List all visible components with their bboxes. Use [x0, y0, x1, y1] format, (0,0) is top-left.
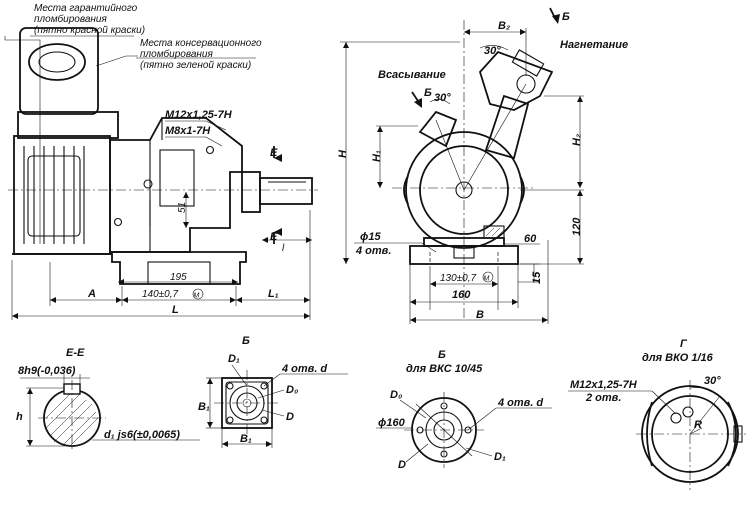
key-width-dim: 8h9(-0,036) — [18, 365, 76, 377]
dim-d0-round: D₀ — [390, 389, 402, 401]
dim-b1-horizontal: B₁ — [240, 433, 252, 445]
bolt — [113, 217, 123, 227]
left-boss — [646, 401, 653, 467]
dim-160: 160 — [452, 289, 471, 301]
dim-60: 60 — [524, 233, 537, 245]
note-conservation-3: (пятно зеленой краски) — [140, 60, 251, 71]
thread-g: M12x1,25-7H — [570, 379, 638, 391]
view-g-title: Г — [680, 338, 688, 350]
dim-130: 130±0,7 — [440, 273, 477, 284]
view-g-subtitle: для ВКО 1/16 — [642, 352, 714, 364]
coupling — [241, 171, 261, 213]
view-b-square-title: Б — [242, 335, 250, 347]
seal-notes: Места гарантийного пломбирования (пятно … — [30, 3, 262, 137]
dim-d1-square: D₁ — [228, 353, 240, 365]
angle-30-top: 30° — [484, 45, 501, 57]
dim-120: 120 — [571, 217, 583, 236]
section-e-label-top: E — [270, 147, 278, 159]
motor-ribs — [23, 146, 85, 244]
dim-a: A — [87, 288, 96, 300]
dim-r: R — [694, 419, 702, 431]
view-b-square: Б D₁ 4 отв. d D₀ D B₁ B₁ — [198, 335, 348, 448]
section-e-label-bottom: E — [270, 231, 278, 243]
holes-g: 2 отв. — [585, 392, 621, 404]
note-warranty-3: (пятно красной краски) — [34, 25, 145, 36]
angle-30-g: 30° — [704, 375, 721, 387]
seal-box-inner — [38, 51, 76, 73]
view-b-arrow-side-label: Б — [424, 87, 432, 99]
pump-casing — [109, 117, 243, 253]
bolt — [143, 179, 153, 189]
leader-m8 — [165, 136, 223, 147]
thread-m8-label: M8x1-7H — [165, 125, 211, 137]
view-b-round: Б для ВКС 10/45 D₀ 4 отв. d ϕ160 D D₁ — [376, 349, 552, 471]
seal-box-top — [28, 43, 86, 81]
suction-nozzle — [418, 110, 458, 148]
view-b-round-subtitle: для ВКС 10/45 — [406, 363, 483, 375]
angle-30-side: 30° — [434, 92, 451, 104]
dim-15: 15 — [531, 271, 543, 284]
dim-l: l — [282, 243, 285, 254]
dim-l1: L₁ — [268, 288, 279, 300]
note-conservation-2: пломбирования — [140, 48, 213, 60]
thread-m12-label: M12x1,25-7H — [165, 109, 233, 121]
view-g: Г для ВКО 1/16 30° R M12x1,25-7H 2 отв. — [568, 338, 746, 490]
view-b-round-title: Б — [438, 349, 446, 361]
note-warranty-1: Места гарантийного — [34, 3, 138, 14]
section-arrow — [274, 228, 282, 236]
dim-d1: d₁ js6(±0,0065) — [104, 429, 180, 441]
side-view: B₂ Б 30° Нагнетание Всасывание Б 30° H H… — [337, 7, 628, 324]
bolt — [205, 145, 215, 155]
front-view: E E 51 l 195 A 140±0, — [4, 27, 318, 320]
section-ee-title: E-E — [66, 347, 85, 359]
base-frame — [111, 251, 247, 285]
note-warranty-2: пломбирования — [34, 13, 107, 25]
dim-phi160: ϕ160 — [378, 417, 406, 429]
motor-collar — [17, 111, 119, 139]
dim-phi15: ϕ15 — [360, 231, 381, 243]
dim-d-round: D — [398, 459, 406, 471]
dim-d1-round: D₁ — [494, 451, 506, 463]
dim-b: B — [476, 309, 484, 321]
dim-130-m-mark: M — [484, 276, 490, 283]
suction-label: Всасывание — [378, 69, 446, 81]
dim-195: 195 — [170, 272, 187, 283]
discharge-label: Нагнетание — [560, 39, 628, 51]
dim-h-key: h — [16, 411, 23, 423]
note-conservation-1: Места консервационного — [140, 38, 262, 49]
dim-d0-square: D₀ — [286, 384, 298, 396]
dim-140-m-mark: M — [194, 293, 200, 300]
dim-l-total: L — [172, 304, 179, 316]
dim-h: H — [337, 149, 349, 158]
view-b-arrow-top-label: Б — [562, 11, 570, 23]
dim-140: 140±0,7 — [142, 289, 179, 300]
holes-round: 4 отв. d — [497, 397, 543, 409]
dim-b1-vertical: B₁ — [198, 401, 210, 413]
dim-51: 51 — [177, 202, 188, 213]
dim-h1: H₁ — [371, 150, 383, 162]
pump-bore — [419, 145, 509, 235]
bracket — [159, 149, 195, 207]
leader-conservation — [95, 55, 138, 67]
leader-m12 — [165, 120, 227, 131]
section-arrow — [274, 154, 282, 162]
dim-d-square: D — [286, 411, 294, 423]
leader-warranty — [4, 36, 41, 244]
discharge-nozzle — [484, 94, 530, 160]
dim-4-holes: 4 отв. — [355, 245, 391, 257]
shaft-end — [259, 177, 313, 205]
dim-h2: H₂ — [571, 134, 583, 146]
hatched-foot — [483, 225, 505, 239]
section-ee: E-E 8h9(-0,036) h d₁ js6(±0,0065) — [16, 347, 200, 452]
holes-square: 4 отв. d — [281, 363, 327, 375]
shaft-hatching — [45, 391, 99, 447]
discharge-valve-head — [478, 50, 554, 111]
seal-box — [19, 27, 99, 115]
dim-b2: B₂ — [498, 20, 510, 32]
